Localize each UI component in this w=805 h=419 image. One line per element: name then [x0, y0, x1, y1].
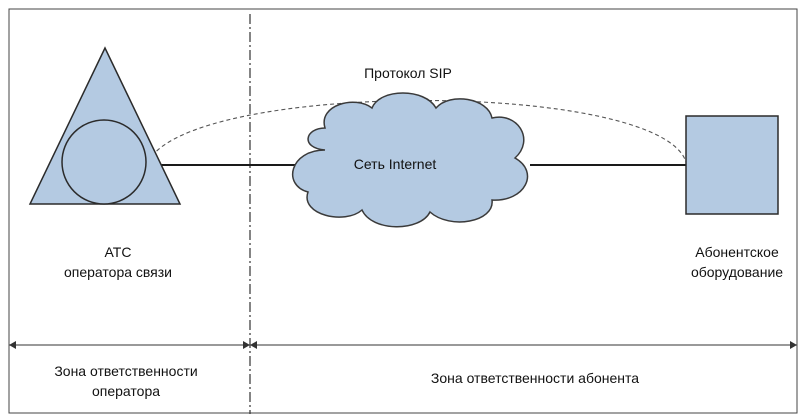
subscriber-equipment-shape [685, 115, 779, 215]
zone-arrow-mid-right [250, 341, 257, 349]
zone-arrow-right [790, 341, 797, 349]
pbx-label-line2: оператора связи [63, 264, 173, 280]
diagram-frame [8, 8, 798, 414]
pbx-label-line1: АТС [104, 244, 132, 260]
internet-cloud-shape [291, 92, 529, 228]
subscriber-label-line1: Абонентское [695, 244, 779, 260]
pbx-circle-shape [61, 119, 147, 205]
zone-operator-label-line2: оператора [91, 383, 161, 399]
subscriber-label-line2: оборудование [690, 264, 784, 280]
zone-arrow-mid-left [243, 341, 250, 349]
zone-operator-label-line1: Зона ответственности [54, 363, 198, 379]
zone-subscriber-label: Зона ответственности абонента [430, 370, 640, 386]
zone-arrow-left [9, 341, 16, 349]
internet-label: Сеть Internet [353, 156, 437, 172]
protocol-label: Протокол SIP [364, 65, 452, 81]
